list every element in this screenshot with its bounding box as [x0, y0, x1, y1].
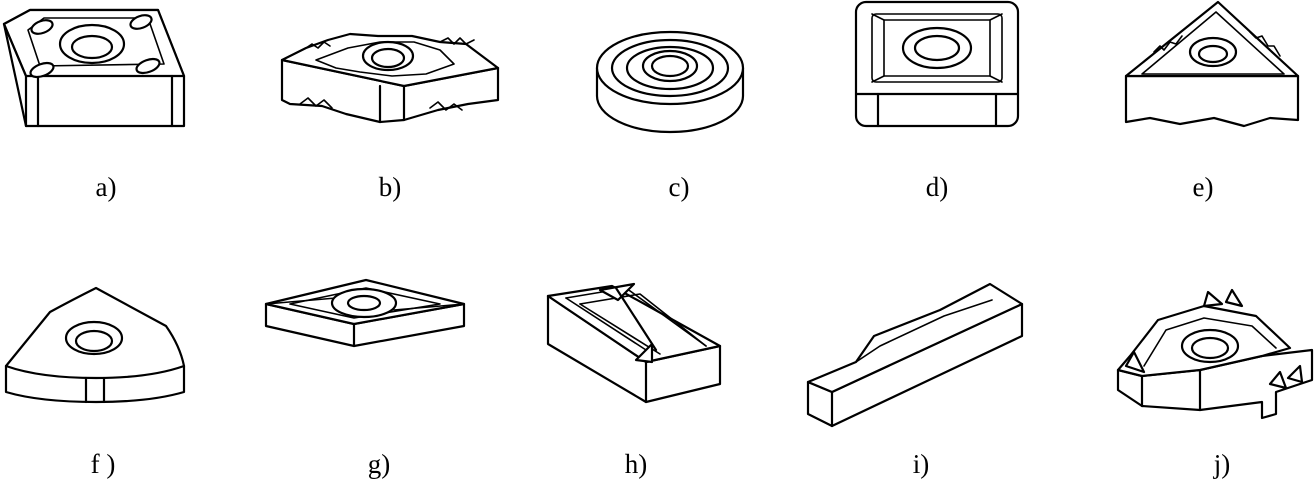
- insert-h-icon: [546, 282, 722, 404]
- label-j: j): [1213, 449, 1231, 479]
- label-c: c): [668, 172, 690, 202]
- insert-i-icon: [806, 282, 1024, 428]
- insert-j-icon: [1116, 288, 1314, 420]
- insert-d-icon: [854, 0, 1020, 128]
- label-b: b): [378, 172, 402, 202]
- insert-a-icon: [2, 8, 186, 128]
- label-g: g): [367, 449, 391, 479]
- label-f: f ): [90, 449, 116, 479]
- insert-e-icon: [1124, 0, 1300, 128]
- label-i: i): [912, 449, 930, 479]
- label-e: e): [1192, 172, 1214, 202]
- label-a: a): [95, 172, 117, 202]
- insert-c-icon: [595, 30, 745, 134]
- label-d: d): [925, 172, 949, 202]
- insert-b-icon: [280, 32, 500, 124]
- insert-g-icon: [264, 278, 466, 348]
- label-h: h): [624, 449, 648, 479]
- insert-f-icon: [4, 286, 186, 404]
